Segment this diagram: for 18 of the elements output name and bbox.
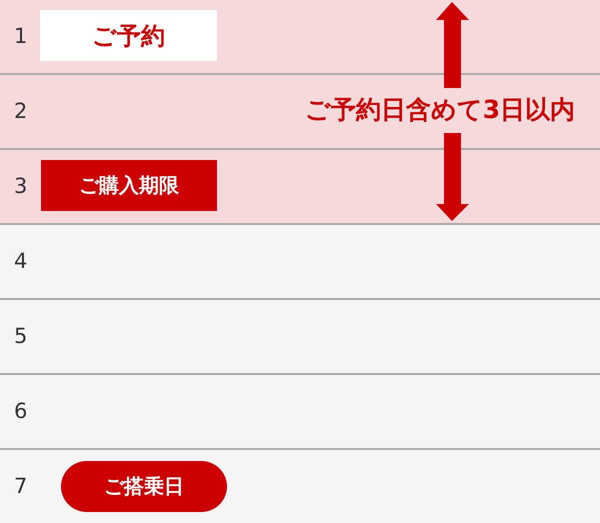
row-number: 7: [14, 473, 28, 500]
row-band: [0, 150, 600, 223]
reservation-box: ご予約: [40, 10, 217, 61]
row-number: 1: [14, 23, 28, 50]
row-number: 6: [14, 398, 28, 425]
row-number: 5: [14, 323, 28, 350]
row-number: 2: [14, 98, 28, 125]
row-band: [0, 450, 600, 523]
boarding-day-pill: ご搭乗日: [61, 461, 227, 512]
deadline-box: ご購入期限: [41, 160, 217, 211]
row-band: [0, 300, 600, 373]
row-band: [0, 75, 600, 148]
row-number: 3: [14, 173, 28, 200]
row-band: [0, 0, 600, 73]
row-number: 4: [14, 248, 28, 275]
span-label: ご予約日含めて3日以内: [304, 94, 576, 126]
row-band: [0, 225, 600, 298]
row-band: [0, 375, 600, 448]
